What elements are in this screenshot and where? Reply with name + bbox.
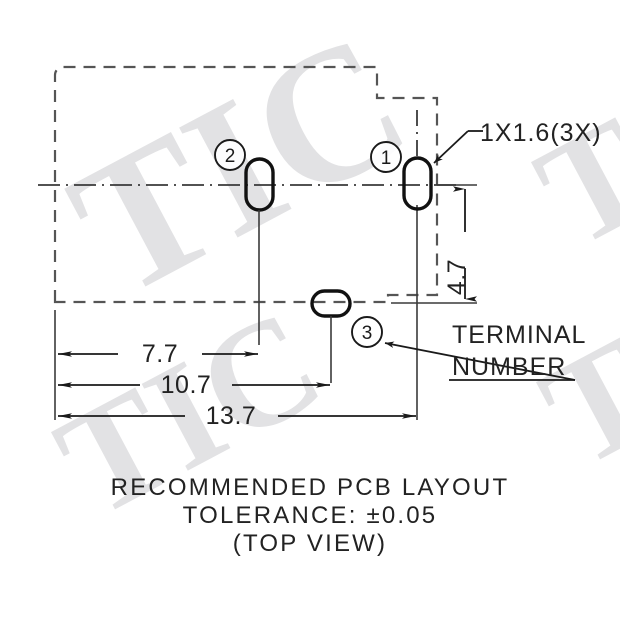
caption-line-1: RECOMMENDED PCB LAYOUT <box>111 474 510 501</box>
terminal-bubble-3-circle <box>351 316 383 348</box>
watermark-group: TIC TIC TIC TIC <box>33 0 620 549</box>
dim-7-7-value: 7.7 <box>142 340 178 368</box>
caption-block: RECOMMENDED PCB LAYOUT TOLERANCE: ±0.05 … <box>111 474 510 557</box>
terminal-bubble-2-circle <box>214 139 246 171</box>
pad-1 <box>402 156 433 211</box>
dimension-10-7: 10.7 <box>58 371 330 399</box>
dim-4-7-value: 4.7 <box>443 259 471 295</box>
pad-3 <box>310 289 352 383</box>
terminal-number-leader: TERMINAL NUMBER <box>384 321 586 381</box>
dimension-7-7: 7.7 <box>54 310 258 420</box>
pad-2 <box>244 157 275 345</box>
dimension-13-7: 13.7 <box>58 402 416 430</box>
terminal-bubble-1-label: 1 <box>381 148 392 169</box>
caption-line-2: TOLERANCE: ±0.05 <box>183 502 438 529</box>
pad-size-leader-line <box>433 130 469 164</box>
pad-1-shape <box>402 156 433 211</box>
dim-10-7-value: 10.7 <box>161 371 212 399</box>
terminal-number-leader-line <box>384 341 576 381</box>
dim-13-7-value: 13.7 <box>206 402 257 430</box>
caption-line-3: (TOP VIEW) <box>233 530 387 557</box>
terminal-bubble-1: 1 <box>370 141 402 173</box>
pad-size-note: 1X1.6(3X) <box>480 119 602 147</box>
outline-path <box>53 65 439 304</box>
terminal-bubble-3-label: 3 <box>362 323 373 344</box>
terminal-bubble-3: 3 <box>351 316 383 348</box>
dimension-4-7: 4.7 <box>391 184 477 304</box>
pad-size-leader: 1X1.6(3X) <box>433 119 602 164</box>
pad-3-shape <box>310 289 352 318</box>
terminal-bubble-2-label: 2 <box>225 146 236 167</box>
terminal-bubble-2: 2 <box>214 139 246 171</box>
component-outline <box>53 65 439 304</box>
terminal-bubble-1-circle <box>370 141 402 173</box>
terminal-note-line-1: TERMINAL <box>452 321 586 349</box>
terminal-note-line-2: NUMBER <box>452 353 566 381</box>
